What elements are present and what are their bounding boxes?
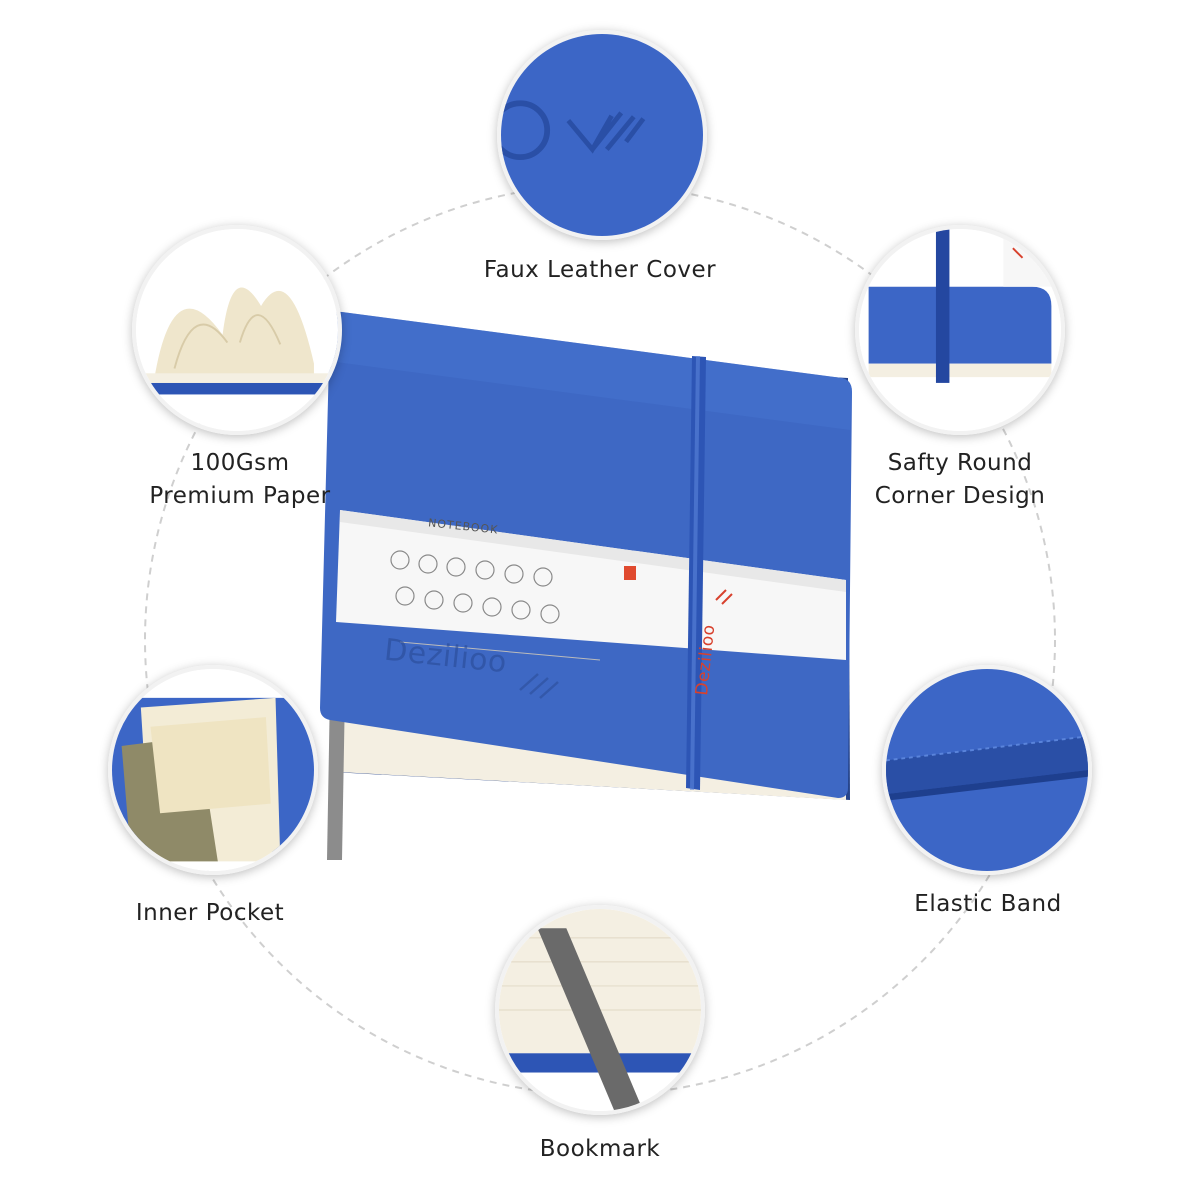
round-corner-label-line2: Corner Design (874, 483, 1046, 509)
elastic-band-label: Elastic Band (914, 891, 1062, 917)
paper-label: 100Gsm Premium Paper (110, 447, 370, 513)
round-corner-label: Safty Round Corner Design (830, 447, 1090, 513)
paper-label-line1: 100Gsm (190, 450, 290, 476)
paper-callout (132, 225, 342, 435)
bookmark-label: Bookmark (539, 1136, 661, 1162)
round-corner-label-line1: Safty Round (887, 450, 1033, 476)
bookmark-callout (495, 905, 705, 1115)
faux-leather-callout (497, 30, 707, 240)
paper-label-line2: Premium Paper (149, 483, 331, 509)
faux-leather-label: Faux Leather Cover (483, 257, 717, 283)
bookmark-ribbon (327, 690, 345, 860)
round-corner-callout (855, 225, 1065, 435)
elastic-band-callout (882, 665, 1092, 875)
inner-pocket-callout (108, 665, 318, 875)
inner-pocket-label: Inner Pocket (135, 900, 285, 926)
